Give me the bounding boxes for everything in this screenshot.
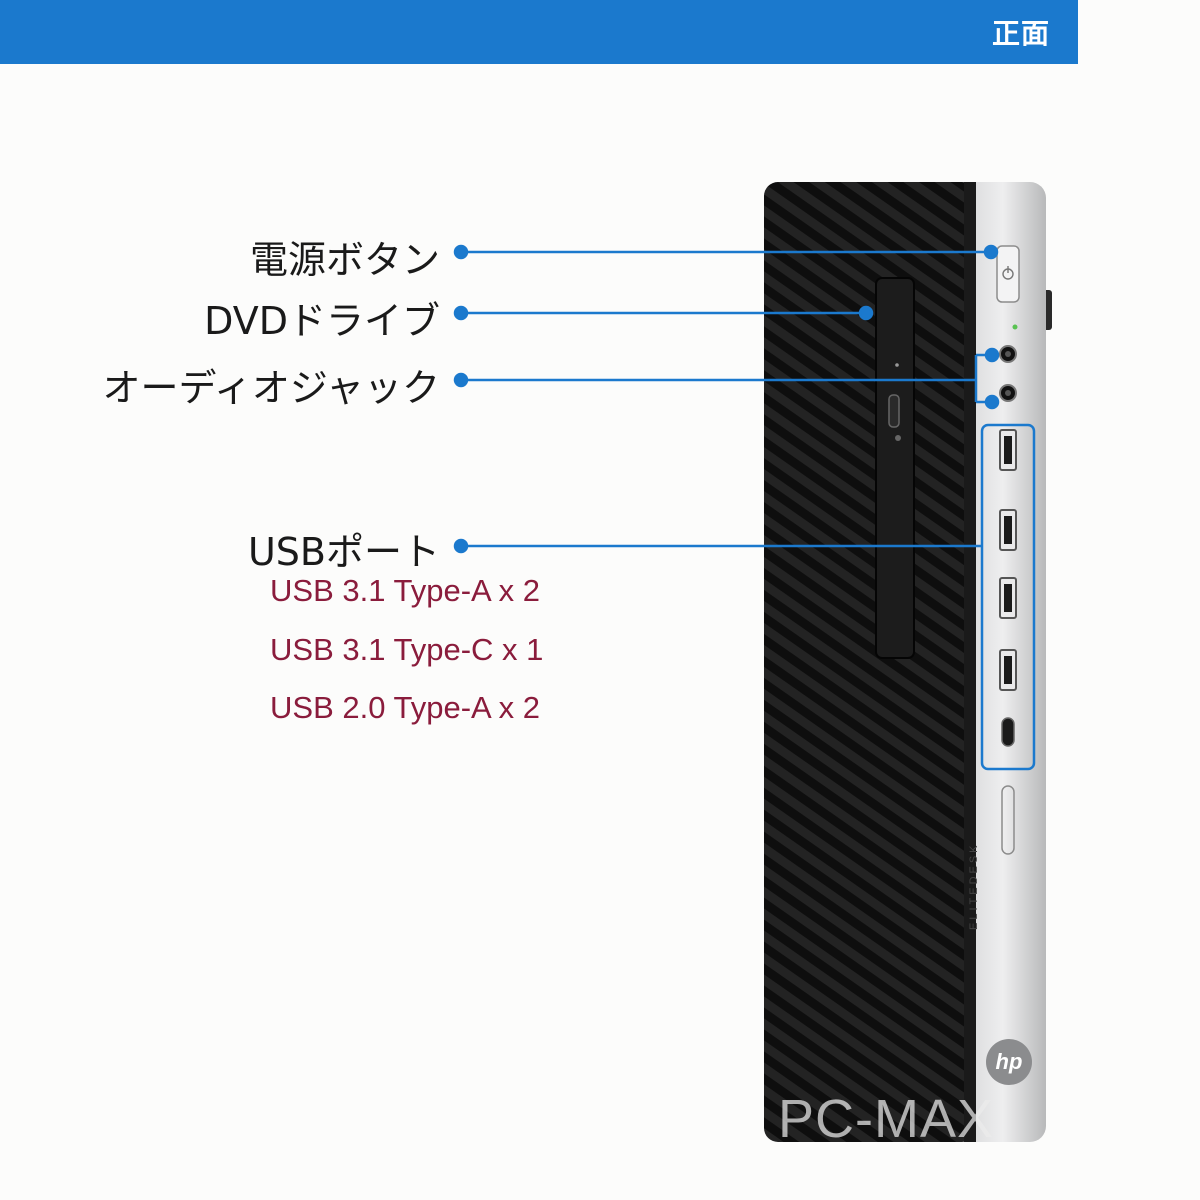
label-dvd-drive: DVDドライブ (204, 299, 440, 343)
model-name-text: ELITEDESK (968, 842, 980, 930)
callout-dot-dvd (453, 305, 469, 321)
usb-spec-3: USB 2.0 Type-A x 2 (270, 690, 540, 725)
callout-dot-power (453, 244, 469, 260)
front-mesh (764, 182, 976, 1142)
hp-logo-text: hp (995, 1049, 1023, 1074)
callout-dot-usb (453, 538, 469, 554)
header-title: 正面 (991, 17, 1050, 50)
card-slot (1001, 785, 1015, 855)
power-button (996, 245, 1020, 303)
header-bar: 正面 (0, 0, 1078, 64)
dvd-drive (875, 277, 915, 659)
label-power-button: 電源ボタン (249, 238, 440, 282)
label-audio-jack: オーディオジャック (102, 366, 440, 410)
usb-spec-1: USB 3.1 Type-A x 2 (270, 573, 540, 608)
callout-dot-audio (453, 372, 469, 388)
watermark: PC-MAX (778, 1089, 995, 1149)
hp-logo (986, 1039, 1032, 1085)
label-usb-port: USBポート (247, 530, 440, 574)
usb-c-port (1001, 717, 1015, 747)
usb-highlight-box (980, 423, 1036, 771)
usb-spec-2: USB 3.1 Type-C x 1 (270, 632, 544, 667)
